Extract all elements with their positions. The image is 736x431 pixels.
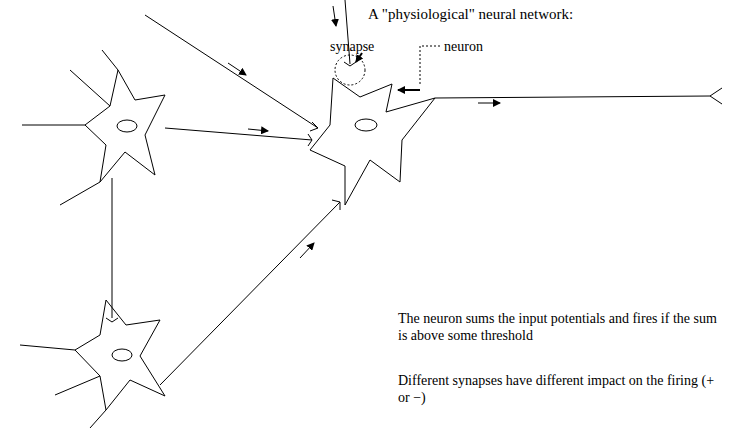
part-label: synapse [330,38,390,55]
neuron-body [75,300,165,410]
part-label: neuron [444,38,524,55]
neuron-body [85,70,165,182]
diagram-title: A "physiological" neural network: [368,6,728,23]
note-text: Different synapses have different impact… [398,372,728,406]
note-text: The neuron sums the input potentials and… [398,310,728,344]
neuron-body [310,78,435,205]
